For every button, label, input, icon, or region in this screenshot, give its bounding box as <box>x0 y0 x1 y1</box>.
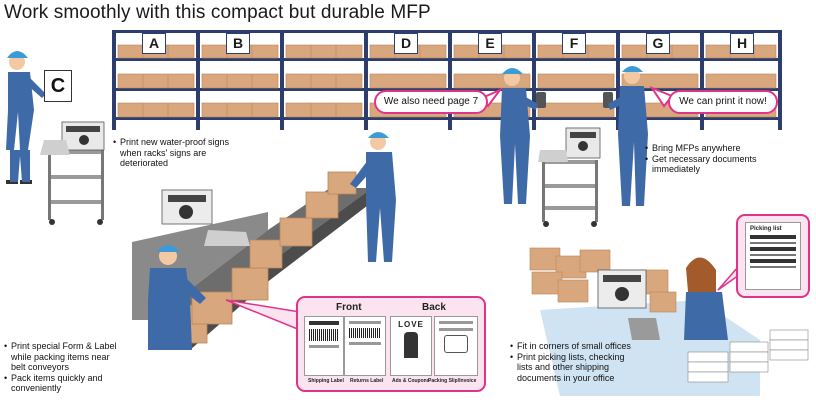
mfp-cart-middle <box>538 127 601 227</box>
note-item: Pack items quickly and conveniently <box>4 373 122 394</box>
rack-label-f: F <box>562 33 586 54</box>
love-ad-text: LOVE <box>398 320 424 329</box>
workers-handheld <box>500 66 648 206</box>
picking-list-title: Picking list <box>750 226 782 232</box>
picking-list-document: Picking list <box>745 222 801 290</box>
mfp-cart-left <box>40 121 105 225</box>
note-office: Fit in corners of small offices Print pi… <box>510 341 640 383</box>
page-title: Work smoothly with this compact but dura… <box>4 2 431 23</box>
note-item: Bring MFPs anywhere <box>645 143 765 154</box>
note-item: Print picking lists, checking lists and … <box>510 352 640 384</box>
rack-label-h: H <box>730 33 754 54</box>
ads-coupons-sample: LOVE <box>390 316 432 376</box>
rack-label-d: D <box>394 33 418 54</box>
rack-label-b: B <box>226 33 250 54</box>
worker-packing <box>148 245 206 350</box>
back-label: Back <box>422 302 446 313</box>
rack-sign-c: C <box>44 70 72 102</box>
storage-racks <box>112 30 782 130</box>
speech-bubble-left: We also need page 7 <box>374 90 488 114</box>
mfp-conveyor <box>161 189 250 246</box>
packing-slip-sample <box>434 316 478 376</box>
note-item: Print new water-proof signs when racks' … <box>113 137 239 169</box>
note-item: Get necessary documents immediately <box>645 154 765 175</box>
sample-documents-panel: Front Back LOVE Shipping Label Returns L… <box>296 296 486 392</box>
office-scene <box>529 247 809 396</box>
note-packing: Print special Form & Label while packing… <box>4 341 122 394</box>
note-waterproof-signs: Print new water-proof signs when racks' … <box>113 137 239 169</box>
rack-label-g: G <box>646 33 670 54</box>
caption-ads-coupons: Ads & Coupons <box>392 378 430 384</box>
note-item: Print special Form & Label while packing… <box>4 341 122 373</box>
speech-bubble-right: We can print it now! <box>668 90 778 114</box>
shipping-label-sample <box>304 316 344 376</box>
caption-shipping-label: Shipping Label <box>308 378 344 384</box>
worker-conveyor-back <box>350 132 396 262</box>
rack-label-e: E <box>478 33 502 54</box>
rack-label-a: A <box>142 33 166 54</box>
picking-list-callout: Picking list <box>736 214 810 298</box>
caption-returns-label: Returns Label <box>350 378 384 384</box>
caption-packing-slip: Packing Slip/Invoice <box>428 378 477 384</box>
front-label: Front <box>336 302 362 313</box>
note-item: Fit in corners of small offices <box>510 341 640 352</box>
note-mobile-mfp: Bring MFPs anywhere Get necessary docume… <box>645 143 765 175</box>
returns-label-sample <box>344 316 386 376</box>
worker-holding-sign <box>6 51 50 184</box>
